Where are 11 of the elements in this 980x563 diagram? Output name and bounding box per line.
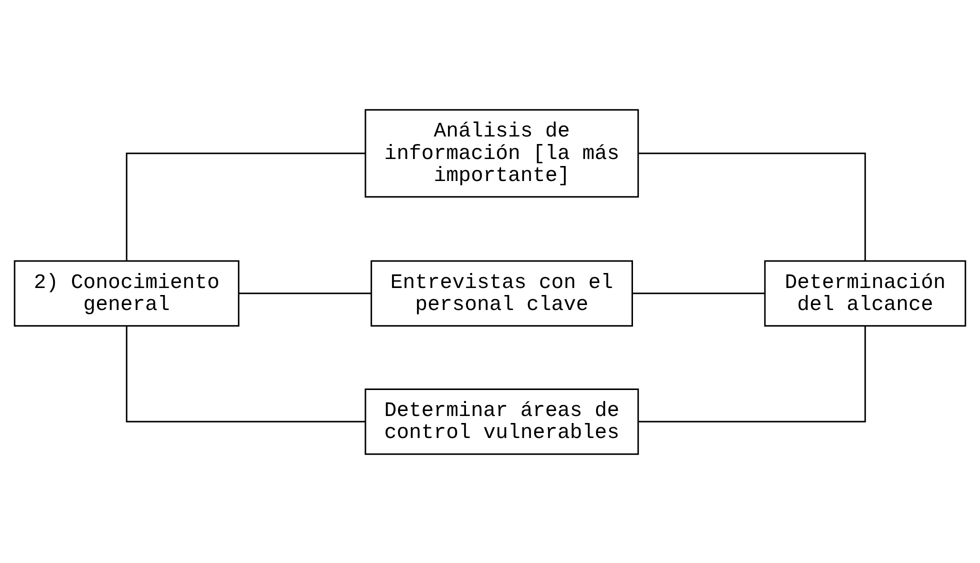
connector: [638, 326, 866, 422]
node-box: Determinación del alcance: [764, 260, 966, 326]
node-box: Entrevistas con el personal clave: [370, 260, 633, 326]
connector: [632, 292, 765, 294]
connector: [238, 292, 372, 294]
connector: [126, 326, 366, 422]
node-box: Determinar áreas de control vulnerables: [364, 388, 639, 454]
connector: [126, 152, 366, 260]
connector: [638, 152, 866, 260]
node-box: Análisis de información [la más importante]: [364, 108, 639, 198]
node-box: 2) Conocimiento general: [14, 260, 240, 326]
